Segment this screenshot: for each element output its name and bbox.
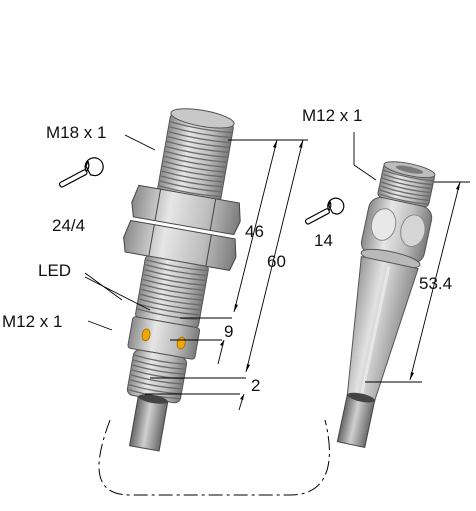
cable-connector xyxy=(336,161,436,449)
thread-ridge xyxy=(128,384,181,395)
thread-ridge xyxy=(381,177,432,190)
label-dim-46: 46 xyxy=(245,222,264,241)
connector-threads xyxy=(378,169,433,205)
thread-ridge xyxy=(140,288,202,301)
thread-ridge xyxy=(130,374,183,385)
thread-ridge xyxy=(383,169,433,182)
thread-ridge xyxy=(138,298,201,311)
thread-ridge xyxy=(160,175,222,188)
thread-ridge xyxy=(167,136,229,149)
connector-dimensions xyxy=(353,132,470,383)
thread-ridge xyxy=(161,170,223,183)
thread-ridge xyxy=(133,359,185,370)
thread-ridge xyxy=(137,308,199,321)
thread-ridge xyxy=(144,268,206,281)
sensor-connector-threads xyxy=(128,354,186,400)
thread-ridge xyxy=(145,259,208,272)
thread-ridge xyxy=(382,173,432,186)
label-connector-thread-sensor: M12 x 1 xyxy=(2,312,62,331)
thread-ridge xyxy=(143,273,205,286)
proximity-sensor xyxy=(123,108,241,452)
label-wrench-cable: 14 xyxy=(314,231,333,250)
sensor-dimensions xyxy=(84,134,308,411)
thread-ridge xyxy=(138,303,200,316)
sensor-face xyxy=(170,108,235,129)
thread-ridge xyxy=(159,180,222,193)
wrench-icon xyxy=(304,197,345,225)
label-led: LED xyxy=(38,261,71,280)
thread-ridge xyxy=(380,185,430,198)
sensor-upper-threads xyxy=(157,121,232,208)
label-sensor-thread: M18 x 1 xyxy=(46,123,106,142)
thread-ridge xyxy=(131,369,183,380)
thread-ridge xyxy=(132,364,184,375)
label-dim-53-4: 53.4 xyxy=(419,274,452,293)
cable-link-dashed xyxy=(98,419,330,496)
wrench-icon xyxy=(58,157,104,188)
thread-ridge xyxy=(141,283,203,296)
thread-ridge xyxy=(378,193,428,205)
thread-ridge xyxy=(165,150,227,163)
thread-ridge xyxy=(381,181,431,194)
sensor-lower-threads xyxy=(137,259,208,321)
thread-ridge xyxy=(162,165,224,178)
label-cable-thread: M12 x 1 xyxy=(302,106,362,125)
connector-cable xyxy=(336,394,376,449)
thread-ridge xyxy=(166,140,229,153)
thread-ridge xyxy=(168,131,230,144)
thread-ridge xyxy=(134,354,186,365)
sensor-cable xyxy=(128,395,169,452)
thread-ridge xyxy=(163,160,225,173)
thread-ridge xyxy=(145,264,207,277)
led-indicator xyxy=(141,328,151,342)
label-dim-60: 60 xyxy=(267,252,286,271)
thread-ridge xyxy=(139,293,202,306)
thread-ridge xyxy=(169,126,231,139)
thread-ridge xyxy=(170,121,232,134)
label-dim-2: 2 xyxy=(251,376,260,395)
thread-ridge xyxy=(379,189,429,201)
label-dim-9: 9 xyxy=(224,322,233,341)
thread-ridge xyxy=(142,278,204,291)
thread-ridge xyxy=(129,379,182,390)
thread-ridge xyxy=(158,185,221,198)
thread-ridge xyxy=(164,155,226,168)
label-wrench-sensor: 24/4 xyxy=(52,216,85,235)
thread-ridge xyxy=(165,145,228,158)
